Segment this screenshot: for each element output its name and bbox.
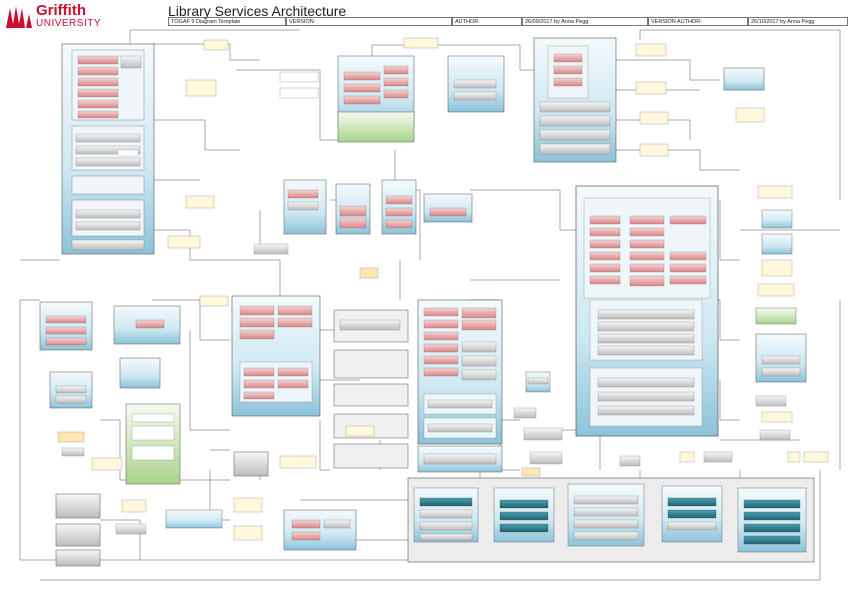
far-right-column [755,185,829,463]
version-author-label: VERSION AUTHOR: [648,17,748,26]
version-label: VERSION: [286,17,452,26]
logo-wordmark: Griffith [36,2,86,19]
diagram-title: Library Services Architecture [168,3,347,19]
center-lower-boxes [199,295,409,477]
left-small-boxes [39,79,217,471]
logo-subtitle: UNIVERSITY [36,18,102,29]
author-label: AUTHOR: [452,17,522,26]
author-value: 26/09/2017 by Anna Pegg [522,17,648,26]
small-notes [117,39,801,477]
bottom-aggregators-group [407,477,815,563]
bottom-left-boxes [55,493,357,567]
header: Griffith UNIVERSITY Library Services Arc… [0,0,850,32]
center-right-panel [417,299,563,473]
upper-center-panels [337,37,505,143]
upper-right-panel [533,37,765,163]
left-systems-panel [61,43,155,255]
middle-panels [253,179,473,279]
template-label: TOGAF 9 Diagram Template [168,17,286,26]
version-author-value: 26/10/2017 by Anna Pegg [748,17,848,26]
griffith-logo-icon [6,6,32,28]
left-center-panels [113,305,181,485]
center-library-panel [231,295,321,417]
griffith-logo: Griffith UNIVERSITY [2,2,122,30]
right-main-panel [575,185,719,437]
